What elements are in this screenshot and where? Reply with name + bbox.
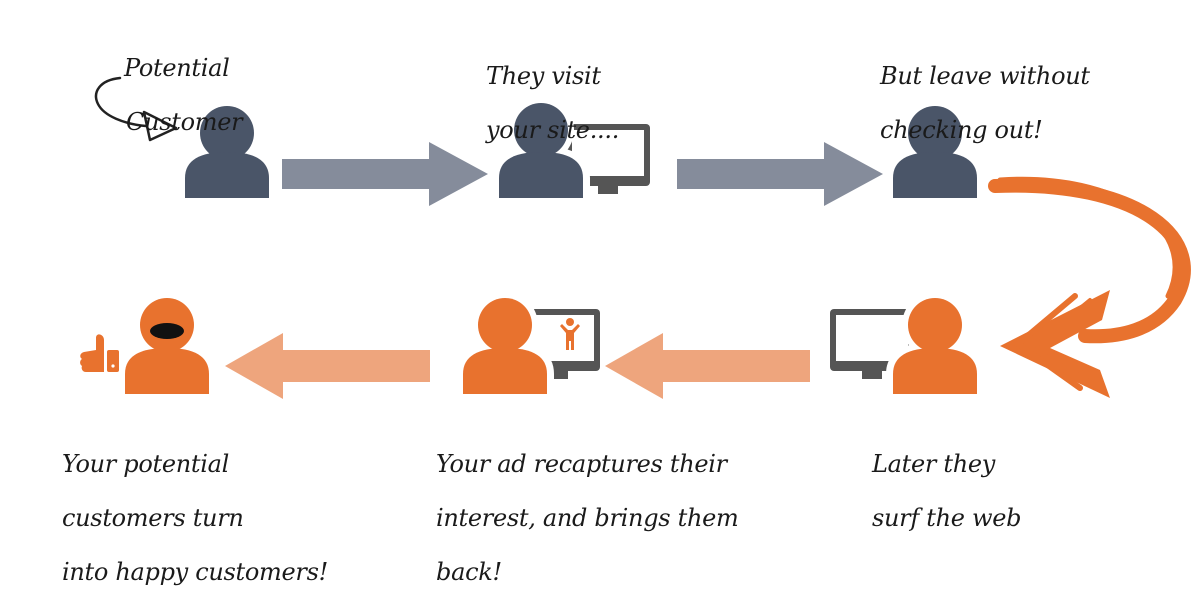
person-icon-potential-customer: [185, 106, 269, 198]
label-happy-customers: Your potential customers turn into happy…: [62, 450, 328, 586]
person-icon-recaptured: [456, 292, 554, 398]
person-icon-leaving: [893, 106, 977, 198]
customer-journey-diagram: [80, 76, 1191, 399]
brush-u-turn-arrow-icon: [988, 176, 1191, 398]
thumbs-up-icon: [80, 334, 119, 372]
label-surf-web: Later they surf the web: [872, 450, 1022, 532]
label-visit-site: They visit your site....: [486, 62, 620, 144]
gray-arrow-2: [677, 142, 883, 206]
label-ad-recaptures: Your ad recaptures their interest, and b…: [436, 450, 739, 586]
orange-arrow-1: [605, 333, 810, 399]
curved-hand-drawn-arrow-icon: [94, 76, 178, 142]
orange-arrow-2: [225, 333, 430, 399]
person-icon-visitor: [492, 97, 590, 202]
label-potential-customer: Potential Customer: [124, 54, 243, 136]
person-icon-happy-customer: [125, 298, 209, 394]
ad-person-figure-icon: [560, 318, 580, 350]
gray-arrow-1: [282, 142, 488, 206]
label-leave-without-checking-out: But leave without checking out!: [880, 62, 1090, 144]
person-icon-browsing: [886, 292, 984, 398]
smile-mouth-icon: [150, 323, 184, 339]
